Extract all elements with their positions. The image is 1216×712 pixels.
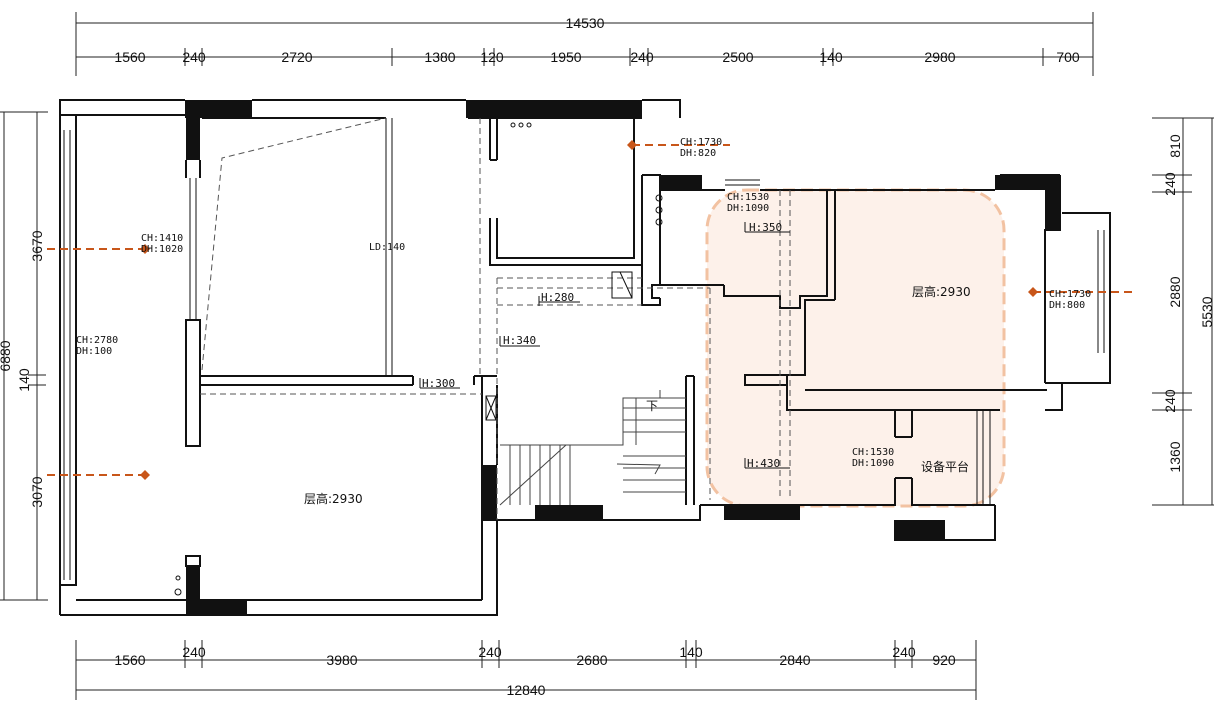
dim-right-3: 5530 xyxy=(1199,296,1215,327)
dim-top-8: 140 xyxy=(819,49,843,65)
socket-icons xyxy=(174,122,663,596)
dim-right-5: 1360 xyxy=(1167,441,1183,472)
dim-top-6: 240 xyxy=(630,49,654,65)
opening-4-ch: CH:2780 xyxy=(76,335,118,346)
opening-5-dh: DH:800 xyxy=(1049,300,1085,311)
dim-left-0: 3670 xyxy=(29,230,45,261)
dim-left-2: 140 xyxy=(16,368,32,392)
panel-box xyxy=(485,271,633,421)
dim-top-2: 2720 xyxy=(281,49,312,65)
dim-top-1: 240 xyxy=(182,49,206,65)
opening-6-ch: CH:1530 xyxy=(852,447,894,458)
windows xyxy=(63,118,1105,580)
dim-bottom-total: 12840 xyxy=(507,682,546,698)
dim-right-2: 2880 xyxy=(1167,276,1183,307)
opening-marker-dots xyxy=(140,140,1038,480)
room-height-top: 层高:2930 xyxy=(912,284,971,299)
dim-top-9: 2980 xyxy=(924,49,955,65)
dim-top-3: 1380 xyxy=(424,49,455,65)
opening-1-ch: CH:1730 xyxy=(680,137,722,148)
dim-bottom-8: 920 xyxy=(932,652,956,668)
opening-1-dh: DH:820 xyxy=(680,148,716,159)
dim-top-5: 1950 xyxy=(550,49,581,65)
dim-right-4: 240 xyxy=(1162,389,1178,413)
stair-down-label: 下 xyxy=(646,399,658,413)
dim-right-0: 810 xyxy=(1167,134,1183,158)
h350-label: H:350 xyxy=(749,221,782,234)
dim-bottom-0: 1560 xyxy=(114,652,145,668)
opening-6-dh: DH:1090 xyxy=(852,458,894,469)
dashed-lines xyxy=(200,117,791,520)
dim-top-4: 120 xyxy=(480,49,504,65)
dim-top-total: 14530 xyxy=(566,15,605,31)
dim-bottom-6: 2840 xyxy=(779,652,810,668)
right-dimensions xyxy=(1152,117,1214,506)
bottom-dimensions xyxy=(75,640,977,700)
dim-left-3: 3070 xyxy=(29,476,45,507)
opening-2-ch: CH:1530 xyxy=(727,192,769,203)
solid-walls xyxy=(185,100,1060,615)
h430-label: H:430 xyxy=(747,457,780,470)
staircase xyxy=(499,390,686,506)
dim-bottom-5: 140 xyxy=(679,644,703,660)
h340-label: H:340 xyxy=(503,334,536,347)
opening-markers xyxy=(47,144,1133,476)
height-marker-ticks xyxy=(419,222,790,469)
dim-left-1: 6880 xyxy=(0,340,13,371)
left-dimensions xyxy=(0,111,48,601)
opening-2-dh: DH:1090 xyxy=(727,203,769,214)
dim-bottom-1: 240 xyxy=(182,644,206,660)
ld-label: LD:140 xyxy=(369,242,405,253)
dim-bottom-7: 240 xyxy=(892,644,916,660)
opening-3-ch: CH:1410 xyxy=(141,233,183,244)
dim-bottom-2: 3980 xyxy=(326,652,357,668)
equipment-platform-label: 设备平台 xyxy=(921,459,969,474)
dim-bottom-3: 240 xyxy=(478,644,502,660)
opening-4-dh: DH:100 xyxy=(76,346,112,357)
dim-bottom-4: 2680 xyxy=(576,652,607,668)
opening-3-dh: DH:1020 xyxy=(141,244,183,255)
h280-label: H:280 xyxy=(541,291,574,304)
dim-top-10: 700 xyxy=(1056,49,1080,65)
dim-right-1: 240 xyxy=(1162,172,1178,196)
top-dimensions xyxy=(75,12,1094,76)
dim-top-7: 2500 xyxy=(722,49,753,65)
opening-5-ch: CH:1730 xyxy=(1049,289,1091,300)
h300-label: H:300 xyxy=(422,377,455,390)
dim-top-0: 1560 xyxy=(114,49,145,65)
room-height-bottom: 层高:2930 xyxy=(304,491,363,506)
